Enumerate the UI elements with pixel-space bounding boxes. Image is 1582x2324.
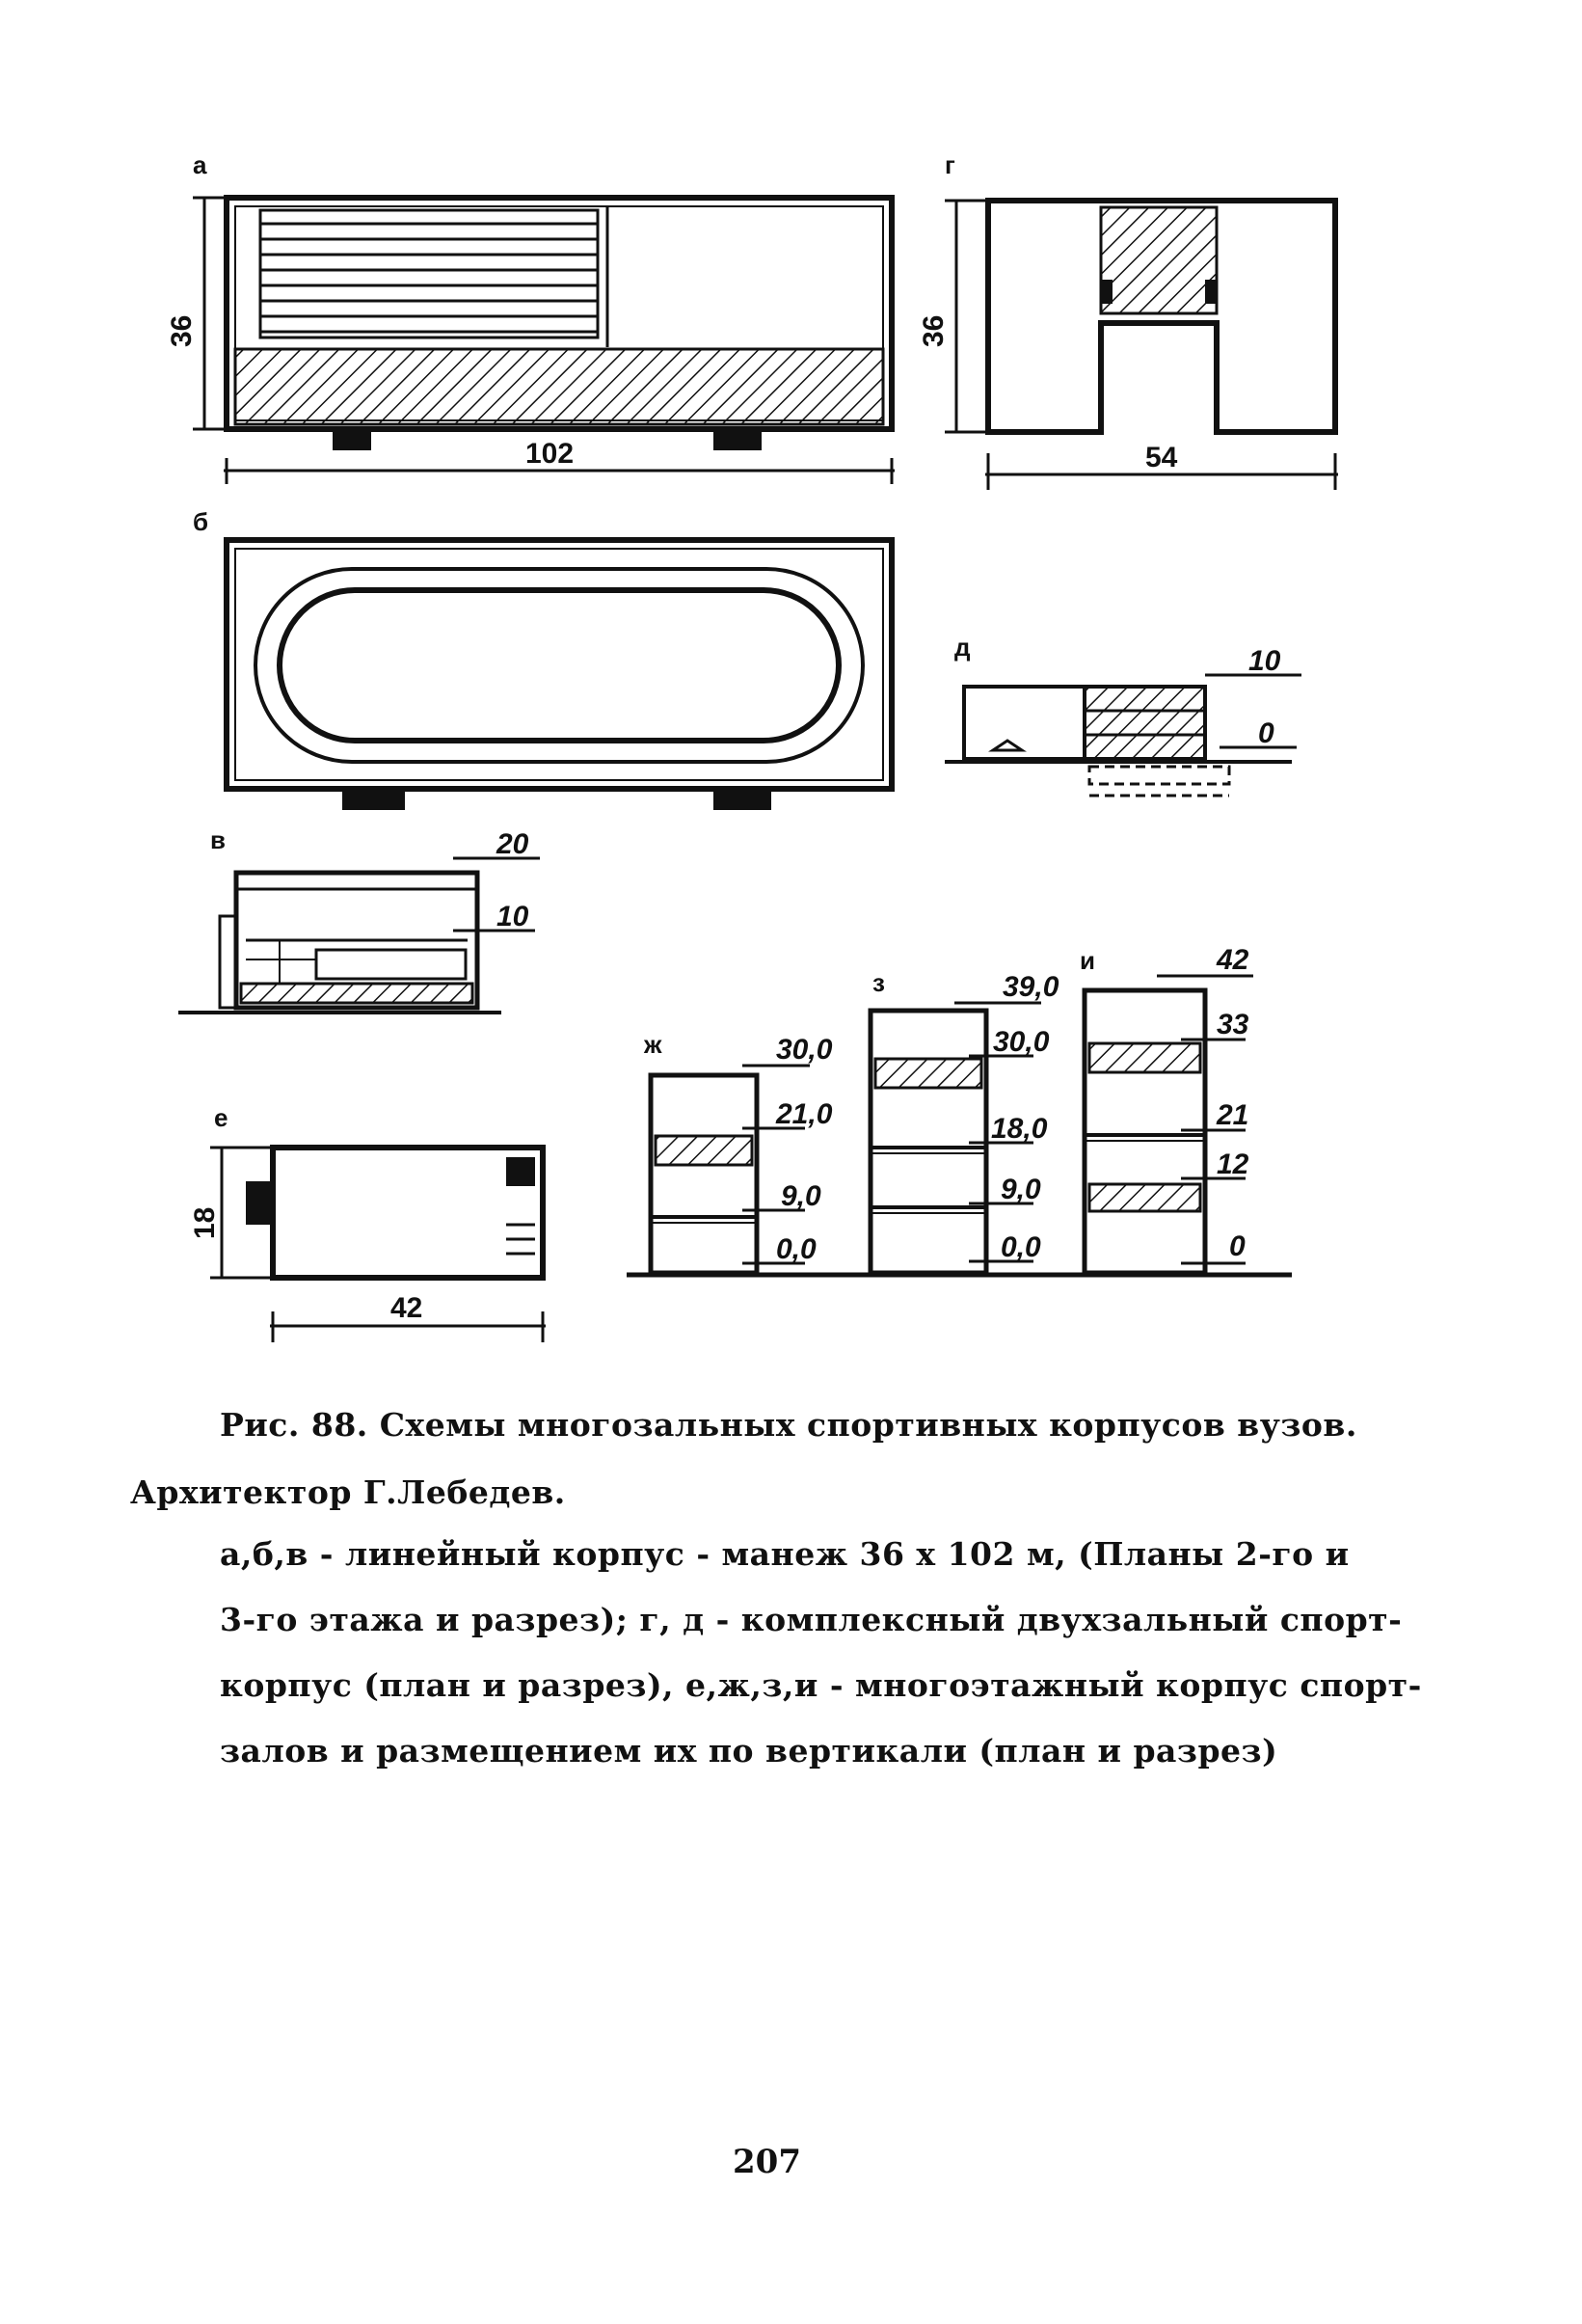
scheme-e-plan: е 18 42 <box>189 1103 546 1342</box>
level-d-1: 0 <box>1258 717 1274 749</box>
dim-g-width: 54 <box>1145 442 1178 473</box>
label-a: а <box>193 150 207 179</box>
label-d: д <box>954 633 971 662</box>
scheme-z-section: з 39,0 30,0 18,0 9,0 0,0 <box>868 968 1059 1276</box>
page-number: 207 <box>733 2143 801 2181</box>
label-v: в <box>210 825 226 854</box>
figure-caption-line: а,б,в - линейный корпус - манеж 36 х 102… <box>220 1535 1350 1573</box>
dim-e-height: 18 <box>189 1207 221 1239</box>
level-zh-1: 21,0 <box>775 1098 833 1130</box>
scheme-v-section: в 20 10 <box>178 825 540 1014</box>
level-z-1: 30,0 <box>993 1026 1050 1058</box>
level-v-1: 10 <box>496 901 529 932</box>
label-zh: ж <box>643 1030 662 1059</box>
figure-caption-author: Архитектор Г.Лебедев. <box>130 1473 566 1511</box>
level-d-0: 10 <box>1248 645 1281 677</box>
level-i-4: 0 <box>1229 1230 1246 1262</box>
level-z-3: 9,0 <box>1001 1174 1041 1205</box>
scheme-zh-section: ж 30,0 21,0 9,0 0,0 <box>643 1030 833 1276</box>
dim-e-width: 42 <box>390 1292 422 1324</box>
level-zh-2: 9,0 <box>781 1180 821 1212</box>
scheme-i-section: и 42 33 21 12 0 <box>1080 944 1253 1276</box>
label-i: и <box>1080 946 1095 975</box>
dim-a-height: 36 <box>166 315 198 347</box>
level-zh-3: 0,0 <box>776 1233 817 1265</box>
figure-caption-line: 3-го этажа и разрез); г, д - комплексный… <box>220 1601 1403 1638</box>
level-i-1: 33 <box>1217 1009 1249 1040</box>
figure-caption-line: корпус (план и разрез), е,ж,з,и - многоэ… <box>220 1666 1422 1704</box>
label-b: б <box>193 507 208 536</box>
level-i-0: 42 <box>1216 944 1249 976</box>
level-z-0: 39,0 <box>1003 971 1059 1003</box>
level-zh-0: 30,0 <box>776 1034 833 1066</box>
level-v-0: 20 <box>496 828 529 860</box>
dim-g-height: 36 <box>918 315 950 347</box>
figure-caption-title: Рис. 88. Схемы многозальных спортивных к… <box>220 1406 1357 1444</box>
scheme-g-plan: г 36 54 <box>918 150 1338 490</box>
scheme-b-plan: б <box>193 507 895 810</box>
label-z: з <box>872 968 885 997</box>
level-i-3: 12 <box>1217 1148 1249 1180</box>
label-g: г <box>945 150 955 179</box>
scheme-d-section: д 10 0 <box>945 633 1301 797</box>
architectural-figure: а 36 102 г 36 54 б <box>166 150 1338 1342</box>
figure-caption-line: залов и размещением их по вертикали (пла… <box>220 1732 1278 1770</box>
level-z-4: 0,0 <box>1001 1231 1041 1263</box>
scheme-a-plan: а 36 102 <box>166 150 895 484</box>
level-i-2: 21 <box>1216 1099 1248 1131</box>
level-z-2: 18,0 <box>991 1113 1048 1145</box>
label-e: е <box>214 1103 228 1132</box>
dim-a-width: 102 <box>525 438 574 470</box>
